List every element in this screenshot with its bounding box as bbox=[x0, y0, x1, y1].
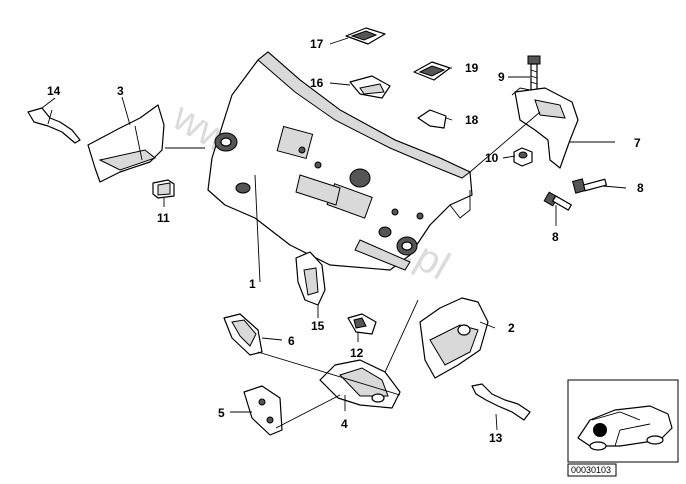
part-12-clip[interactable] bbox=[347, 313, 377, 335]
callout-3: 3 bbox=[117, 84, 124, 98]
callout-14: 14 bbox=[47, 84, 61, 98]
reference-code: 00030103 bbox=[571, 465, 611, 475]
leader-lines bbox=[41, 37, 627, 431]
part-17-bracket[interactable] bbox=[345, 27, 386, 45]
callout-8-right: 8 bbox=[637, 181, 644, 195]
callout-8-lower: 8 bbox=[552, 230, 559, 244]
part-8-bolt-a[interactable] bbox=[572, 178, 608, 194]
callout-7: 7 bbox=[634, 136, 641, 150]
part-14-strip[interactable] bbox=[27, 107, 81, 144]
callout-18: 18 bbox=[465, 113, 479, 127]
part-19-pad[interactable] bbox=[413, 61, 451, 81]
callout-15: 15 bbox=[311, 319, 325, 333]
callout-4: 4 bbox=[341, 417, 348, 431]
car-thumbnail-inset: 00030103 bbox=[567, 379, 679, 477]
part-2-side-bracket[interactable] bbox=[419, 297, 489, 379]
part-10-nut[interactable] bbox=[513, 147, 533, 167]
callout-6: 6 bbox=[288, 334, 295, 348]
callout-labels: 1 2 3 4 5 6 7 8 8 9 10 11 12 13 14 15 16… bbox=[47, 37, 644, 445]
callout-17: 17 bbox=[310, 37, 324, 51]
part-4-lower-bracket[interactable] bbox=[319, 359, 401, 409]
callout-2: 2 bbox=[508, 321, 515, 335]
part-18-bracket[interactable] bbox=[417, 109, 447, 129]
part-9-bolt[interactable] bbox=[527, 55, 541, 93]
part-1-bulkhead[interactable] bbox=[207, 51, 473, 271]
part-7-pedal-bracket[interactable] bbox=[511, 87, 579, 169]
callout-11: 11 bbox=[157, 211, 170, 225]
part-11-clip[interactable] bbox=[152, 179, 175, 199]
part-16-bracket[interactable] bbox=[349, 75, 391, 99]
callout-12: 12 bbox=[350, 346, 364, 360]
part-5-hinge-plate[interactable] bbox=[243, 385, 283, 436]
callout-5: 5 bbox=[218, 406, 225, 420]
part-6-panel[interactable] bbox=[223, 313, 263, 356]
part-13-cable[interactable] bbox=[471, 383, 531, 421]
callout-9: 9 bbox=[498, 70, 505, 84]
callout-13: 13 bbox=[489, 431, 503, 445]
callout-16: 16 bbox=[310, 76, 324, 90]
part-8-bolt-b[interactable] bbox=[543, 191, 572, 211]
callout-1: 1 bbox=[249, 277, 256, 291]
callout-19: 19 bbox=[465, 61, 479, 75]
part-3-side-bracket[interactable] bbox=[87, 104, 165, 183]
callout-10: 10 bbox=[485, 151, 499, 165]
part-15-bracket[interactable] bbox=[295, 251, 326, 306]
